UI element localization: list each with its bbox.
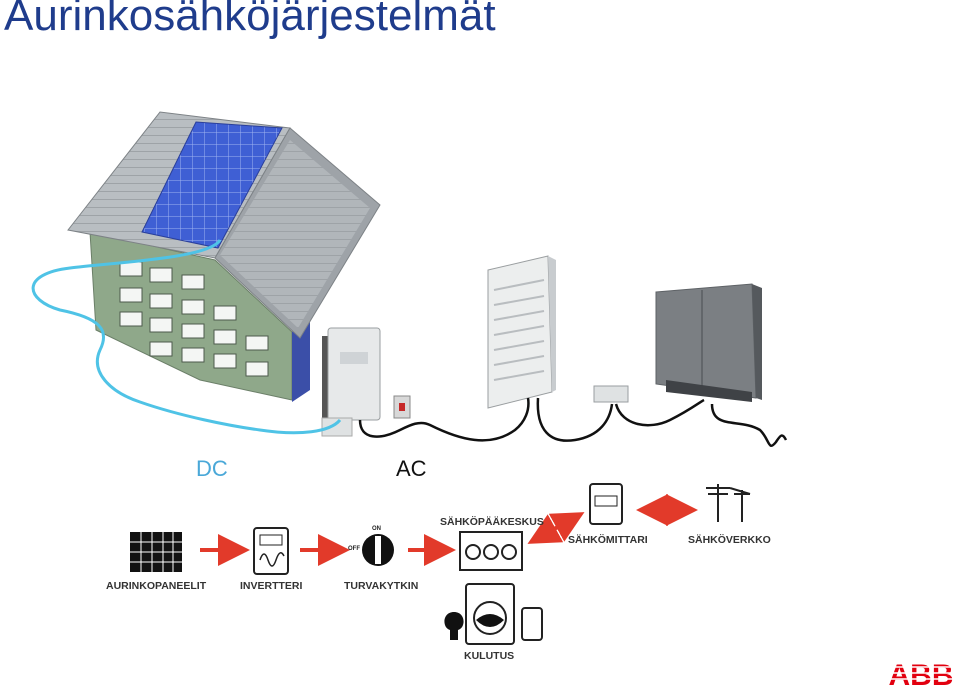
safety-switch-caption: TURVAKYTKIN (344, 580, 419, 592)
ac-label: AC (396, 456, 427, 481)
solar-panel-icon (130, 532, 182, 572)
page-title: Aurinkosähköjärjestelmät (4, 0, 496, 40)
phone-icon (521, 607, 543, 641)
abb-logo: ABB (886, 659, 956, 690)
inverter-icon (253, 527, 289, 575)
solar-panels-caption: AURINKOPANEELIT (106, 580, 207, 592)
ac-cable-1 (358, 397, 530, 442)
switch-on-label: ON (372, 526, 381, 532)
power-pylon-icon (706, 484, 751, 522)
switch-off-label: OFF (348, 546, 360, 552)
inverter-caption: INVERTTERI (240, 580, 303, 592)
roof-solar-panel (141, 121, 283, 249)
dc-label: DC (196, 456, 228, 481)
dc-cable (31, 239, 342, 435)
electric-meter-icon (589, 483, 623, 525)
meter-caption: SÄHKÖMITTARI (568, 534, 648, 546)
ac-cable-4 (710, 403, 788, 447)
inverter-unit (321, 327, 381, 437)
grid-cabinet (655, 283, 762, 402)
flow-arrow-bidirectional (527, 512, 585, 544)
distribution-cabinet (487, 255, 556, 409)
house (67, 111, 381, 402)
main-panel-caption: SÄHKÖPÄÄKESKUS (440, 516, 544, 528)
consumption-caption: KULUTUS (464, 650, 515, 662)
light-bulb-icon (444, 612, 464, 640)
grid-caption: SÄHKÖVERKKO (688, 534, 771, 546)
safety-switch-icon (362, 534, 394, 566)
meter-module (593, 385, 629, 403)
ac-cable-3 (614, 398, 705, 427)
washing-machine-icon (465, 583, 515, 645)
svg-text:ABB: ABB (889, 659, 954, 690)
main-panel-icon (459, 531, 523, 571)
ac-cable-2 (536, 397, 614, 442)
